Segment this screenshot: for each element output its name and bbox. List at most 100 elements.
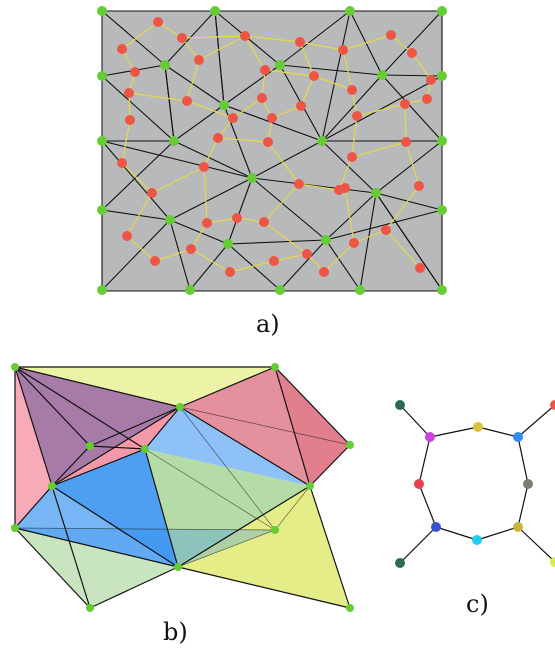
- dual-vertex: [150, 256, 160, 266]
- dual-edge: [300, 75, 315, 107]
- tetrahedron-edge: [14, 366, 146, 450]
- tetrahedron-edge: [144, 448, 179, 568]
- dual-edge: [264, 69, 315, 77]
- tetrahedron-edge: [179, 366, 276, 408]
- dual-vertex: [194, 55, 204, 65]
- tetrahedron-edge: [274, 485, 311, 531]
- dual-vertex: [400, 99, 410, 109]
- tetrahedron-vertices: [11, 363, 354, 612]
- dual-edge: [190, 248, 231, 273]
- tetrahedron-edge: [177, 566, 351, 609]
- mesh-edge: [101, 10, 166, 66]
- dual-vertex: [186, 244, 196, 254]
- dual-vertex: [295, 37, 305, 47]
- dual-edge: [229, 260, 275, 273]
- octagon-vertex: [523, 479, 533, 489]
- dual-vertex: [182, 96, 192, 106]
- dual-edge: [126, 192, 153, 237]
- tetrahedron-vertex: [306, 482, 314, 490]
- dual-edge: [342, 34, 392, 51]
- dual-vertex: [122, 231, 132, 241]
- tetrahedron-face: [52, 449, 178, 567]
- dual-vertex: [347, 152, 357, 162]
- tetrahedron-edge: [144, 406, 181, 450]
- mesh-edge: [325, 239, 361, 291]
- tetrahedron-vertex: [346, 604, 354, 612]
- dual-edge: [411, 52, 432, 81]
- tetrahedron-edge: [274, 366, 311, 487]
- tetrahedron-edge: [179, 406, 276, 531]
- dual-edge: [128, 92, 188, 102]
- mesh-edge: [279, 64, 383, 76]
- tetrahedron-vertex: [48, 482, 56, 490]
- dual-vertex: [117, 158, 127, 168]
- tetrahedron-edge: [51, 448, 146, 487]
- tetrahedron-face: [15, 367, 52, 528]
- mesh-vertex: [97, 205, 107, 215]
- mesh-vertex: [437, 285, 447, 295]
- mesh-vertex: [275, 60, 285, 70]
- dual-edge: [121, 119, 131, 164]
- dual-vertex: [153, 17, 163, 27]
- mesh-edge: [169, 219, 191, 291]
- mesh-vertex: [371, 188, 381, 198]
- mesh-edge: [164, 64, 225, 106]
- dual-vertex: [407, 48, 417, 58]
- dual-vertex: [294, 179, 304, 189]
- dual-vertex: [415, 263, 425, 273]
- mesh-edge: [279, 10, 351, 66]
- mesh-vertex: [169, 136, 179, 146]
- octagon-vertex: [550, 400, 555, 410]
- mesh-edge: [375, 192, 443, 291]
- mesh-background: [101, 10, 443, 292]
- mesh-edge: [101, 75, 175, 142]
- dual-edge: [299, 41, 344, 51]
- dual-edge: [323, 242, 355, 273]
- tetrahedron-edge: [14, 527, 91, 609]
- dual-edge: [267, 141, 300, 185]
- mesh-edges: [101, 10, 443, 291]
- mesh-vertex: [185, 285, 195, 295]
- dual-edge: [351, 115, 358, 158]
- dual-edge: [181, 35, 246, 39]
- dual-edge: [244, 35, 266, 71]
- mesh-vertex: [160, 60, 170, 70]
- mesh-vertex: [97, 285, 107, 295]
- dual-vertex: [225, 267, 235, 277]
- dual-vertex: [414, 181, 424, 191]
- tetrahedron-vertex: [271, 363, 279, 371]
- mesh-vertex: [97, 136, 107, 146]
- tetrahedron-edge: [51, 406, 181, 487]
- tetrahedron-face: [145, 449, 310, 567]
- tetrahedron-edges: [14, 366, 351, 609]
- mesh-vertex: [437, 71, 447, 81]
- octagon-vertex: [395, 400, 405, 410]
- mesh-vertex: [223, 239, 233, 249]
- mesh-edge: [101, 140, 171, 221]
- mesh-edge: [173, 140, 253, 179]
- octagon-edge: [435, 526, 478, 541]
- dual-vertex: [309, 71, 319, 81]
- dual-edge: [121, 162, 153, 194]
- dual-vertex: [124, 88, 134, 98]
- dual-edge: [338, 156, 353, 191]
- mesh-vertices: [97, 6, 447, 295]
- dual-edge: [186, 100, 234, 119]
- dual-vertex: [240, 31, 250, 41]
- mesh-edge: [101, 140, 175, 211]
- tetrahedron-face: [15, 528, 275, 567]
- panel-b-tetrahedra: [11, 363, 354, 612]
- octagon-edges: [399, 404, 555, 564]
- mesh-vertex: [321, 235, 331, 245]
- dual-edge: [186, 59, 200, 102]
- mesh-edge: [251, 177, 327, 241]
- dual-edge: [342, 49, 353, 91]
- octagon-edge: [418, 436, 431, 485]
- tetrahedron-edge: [14, 527, 276, 531]
- dual-vertex: [269, 256, 279, 266]
- octagon-edge: [399, 404, 431, 438]
- dual-vertex: [381, 225, 391, 235]
- caption-a: a): [256, 310, 280, 338]
- tetrahedron-face: [15, 528, 178, 608]
